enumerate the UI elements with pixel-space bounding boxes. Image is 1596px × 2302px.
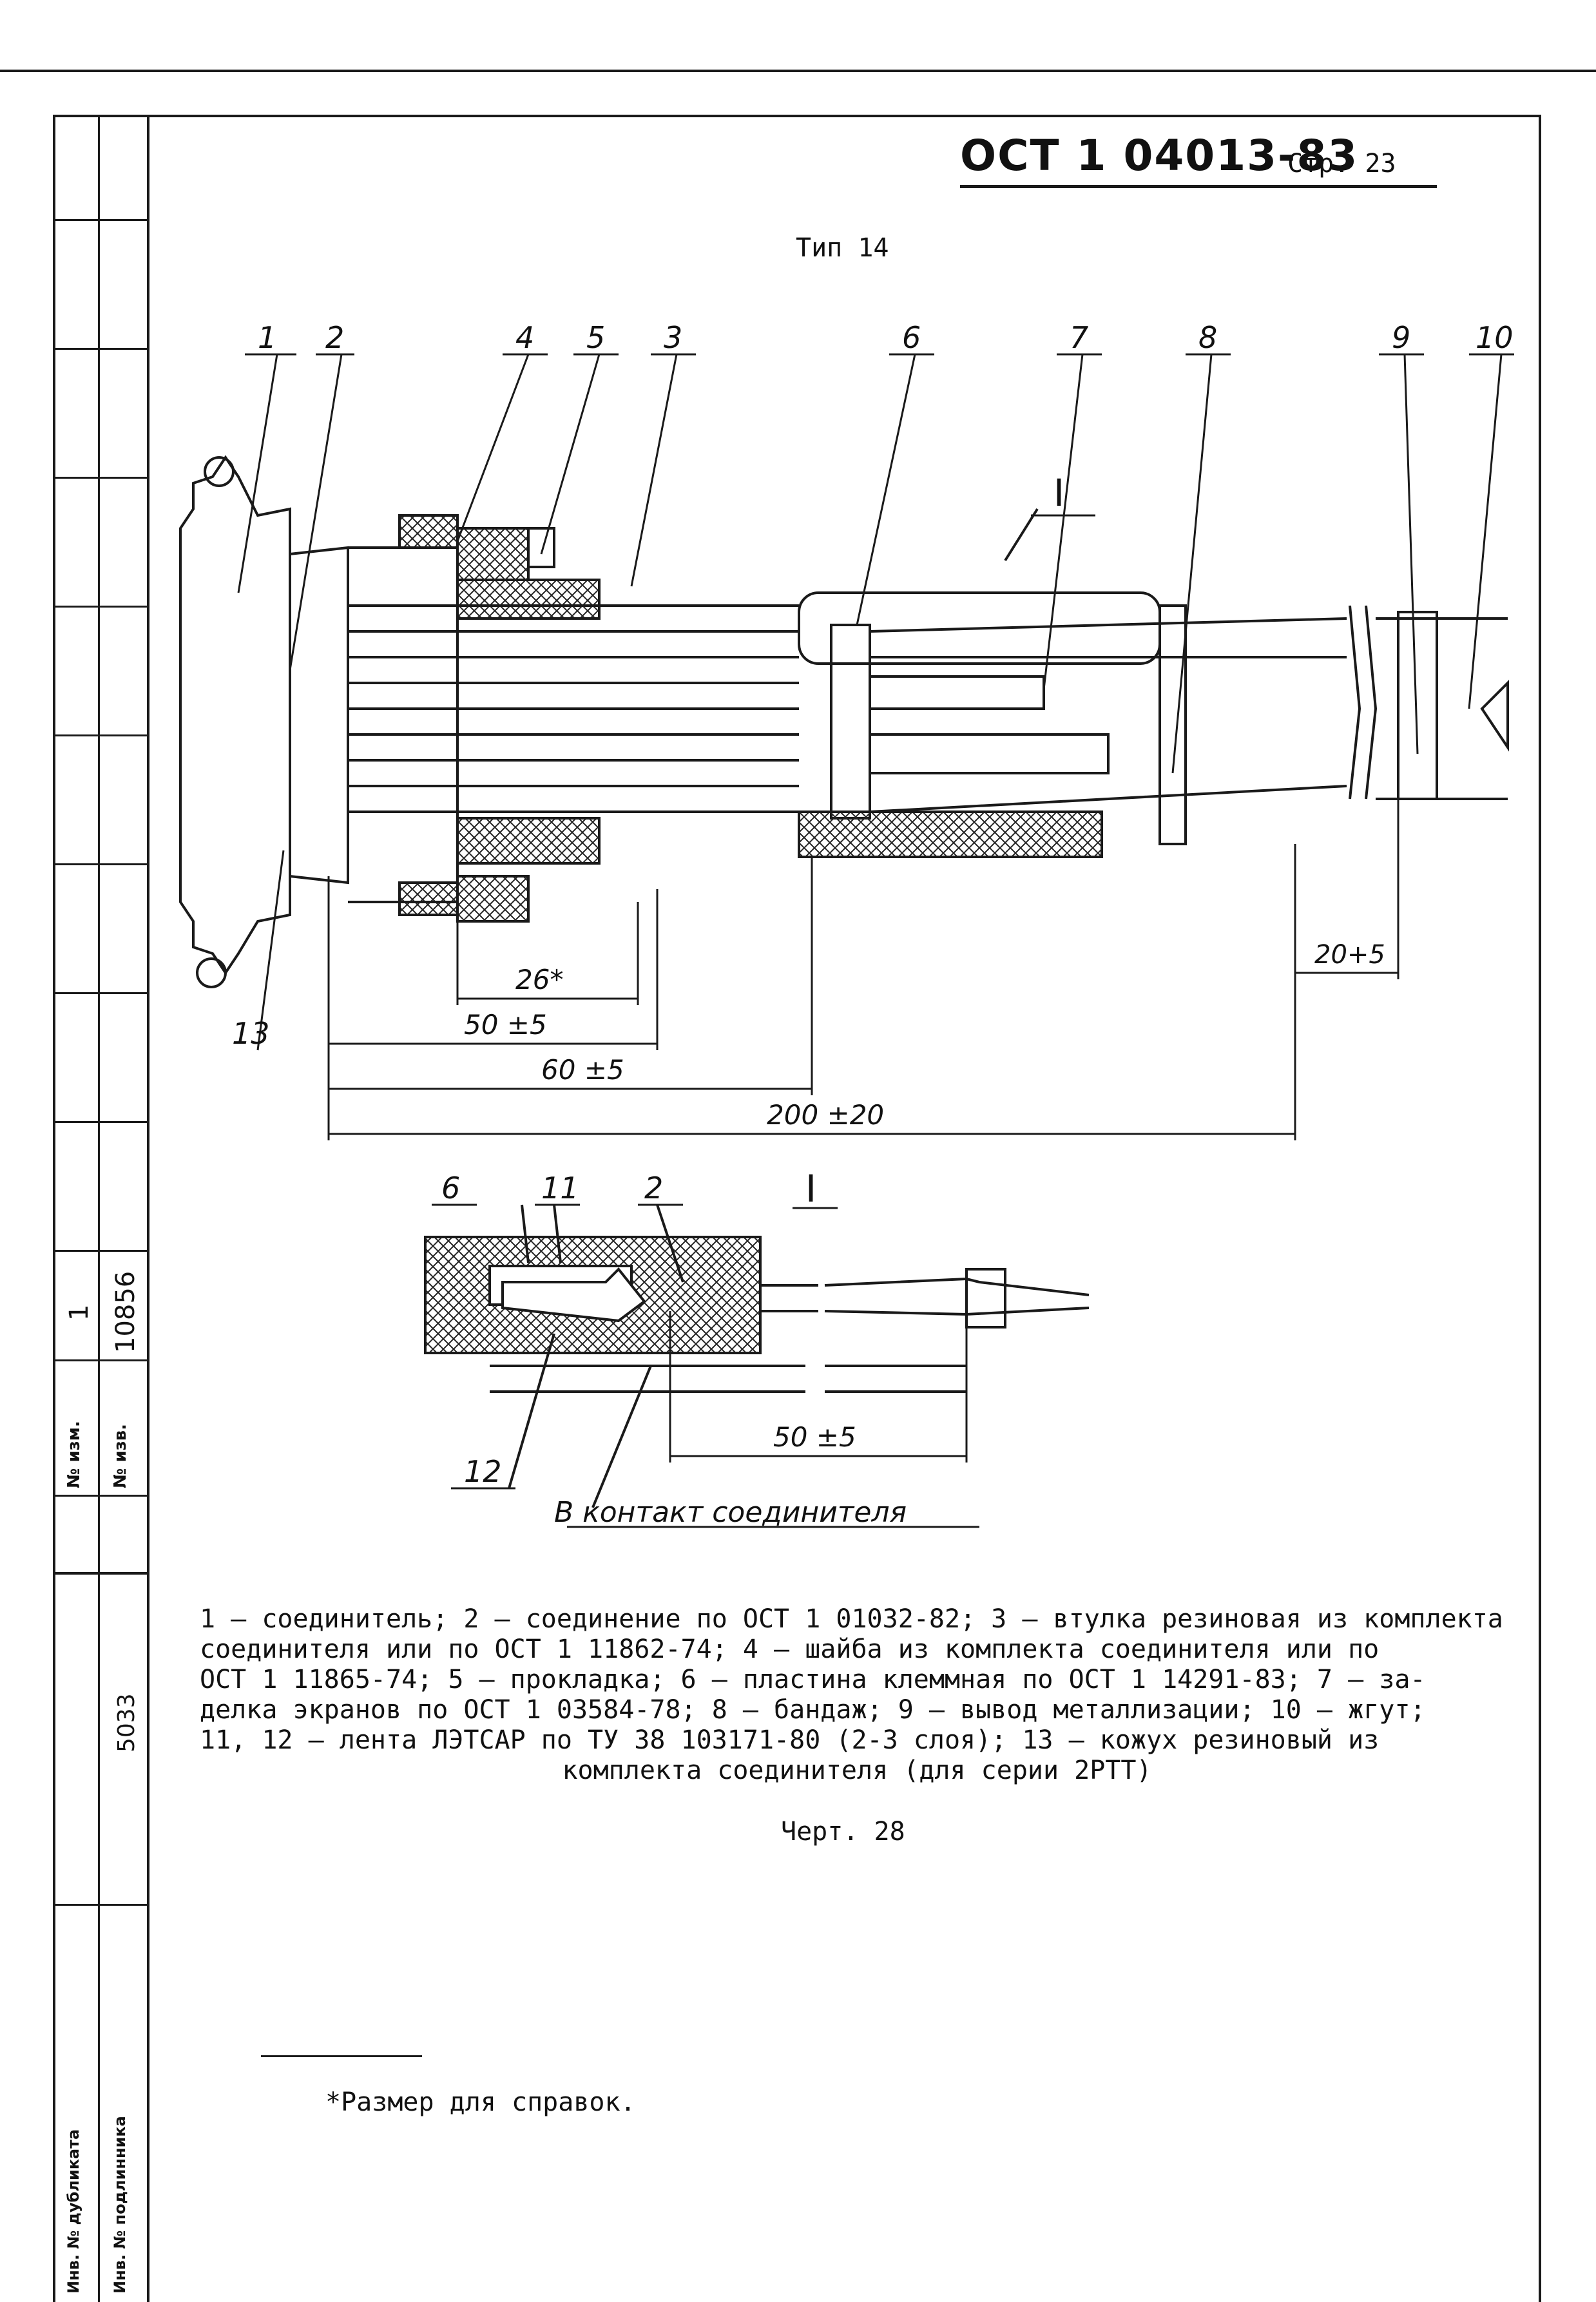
caption-line: 11, 12 – лента ЛЭТСАР по ТУ 38 103171-80…	[200, 1725, 1380, 1755]
assembly-drawing: 1 2 4 5 3 6 7 8 9 10 13 I 26* 50 ±5 60 ±…	[179, 322, 1514, 1140]
footnote-rule	[261, 2055, 422, 2057]
top-frame	[53, 115, 1541, 117]
svg-text:200 ±20: 200 ±20	[767, 1099, 884, 1131]
footnote: *Размер для справок.	[325, 2087, 636, 2117]
svg-text:8: 8	[1198, 322, 1217, 355]
legend-caption: 1 – соединитель; 2 – соединение по ОСТ 1…	[200, 1604, 1514, 1786]
izm-label: № изм.	[64, 1421, 84, 1488]
right-border	[1539, 115, 1541, 2302]
svg-text:4: 4	[515, 322, 534, 355]
stamp-number: 5033	[113, 1693, 140, 1752]
svg-text:26*: 26*	[515, 964, 563, 995]
top-border	[0, 70, 1596, 72]
mount-hole-bottom	[196, 957, 227, 988]
svg-text:7: 7	[1070, 322, 1088, 355]
izv-label: № изв.	[111, 1424, 130, 1488]
caption-line: ОСТ 1 11865-74; 5 – прокладка; 6 – пласт…	[200, 1665, 1426, 1694]
caption-line: комплекта соединителя (для серии 2РТТ)	[562, 1756, 1152, 1785]
caption-line: соединителя или по ОСТ 1 11862-74; 4 – ш…	[200, 1635, 1380, 1664]
detail-note: В контакт соединителя	[554, 1496, 907, 1529]
svg-text:10: 10	[1476, 322, 1514, 355]
inv-dubl-label: Инв. № дубликата	[64, 2129, 82, 2294]
outer-left-border	[53, 115, 55, 2302]
page-number: Стр. 23	[1287, 149, 1396, 178]
inner-left-border	[147, 115, 149, 2302]
figure-label: Черт. 28	[781, 1817, 905, 1846]
svg-text:6: 6	[902, 322, 921, 355]
caption-line: делка экранов по ОСТ 1 03584-78; 8 – бан…	[200, 1695, 1426, 1725]
svg-text:13: 13	[232, 1016, 270, 1051]
connector-flange	[179, 455, 291, 975]
svg-text:50 ±5: 50 ±5	[464, 1009, 547, 1041]
svg-text:5: 5	[586, 322, 605, 355]
standard-code: ОСТ 1 04013-83	[960, 131, 1359, 180]
mid-left-border	[98, 115, 100, 2302]
izv-value: 10856	[111, 1271, 140, 1353]
mount-hole-top	[204, 456, 235, 487]
svg-text:1: 1	[258, 322, 276, 355]
caption-line: 1 – соединитель; 2 – соединение по ОСТ 1…	[200, 1604, 1503, 1634]
type-title: Тип 14	[796, 233, 889, 263]
svg-text:12: 12	[464, 1454, 502, 1489]
svg-text:60 ±5: 60 ±5	[541, 1054, 624, 1086]
detail-drawing: 6 11 2 I 12 50 ±5	[424, 1167, 1090, 1528]
svg-text:2: 2	[325, 322, 344, 355]
svg-text:2: 2	[644, 1171, 663, 1205]
svg-text:11: 11	[541, 1171, 579, 1205]
svg-text:I: I	[1053, 471, 1064, 515]
svg-text:I: I	[805, 1167, 816, 1211]
svg-text:3: 3	[664, 322, 682, 355]
svg-text:9: 9	[1392, 322, 1410, 355]
svg-text:6: 6	[441, 1171, 460, 1205]
document-header: ОСТ 1 04013-83 Стр. 23	[960, 126, 1437, 190]
inv-podl-label: Инв. № подлинника	[111, 2116, 129, 2294]
svg-text:20+5: 20+5	[1314, 940, 1385, 970]
svg-text:50 ±5: 50 ±5	[773, 1421, 856, 1453]
header-underline	[960, 185, 1437, 188]
izm-value: 1	[64, 1304, 94, 1321]
